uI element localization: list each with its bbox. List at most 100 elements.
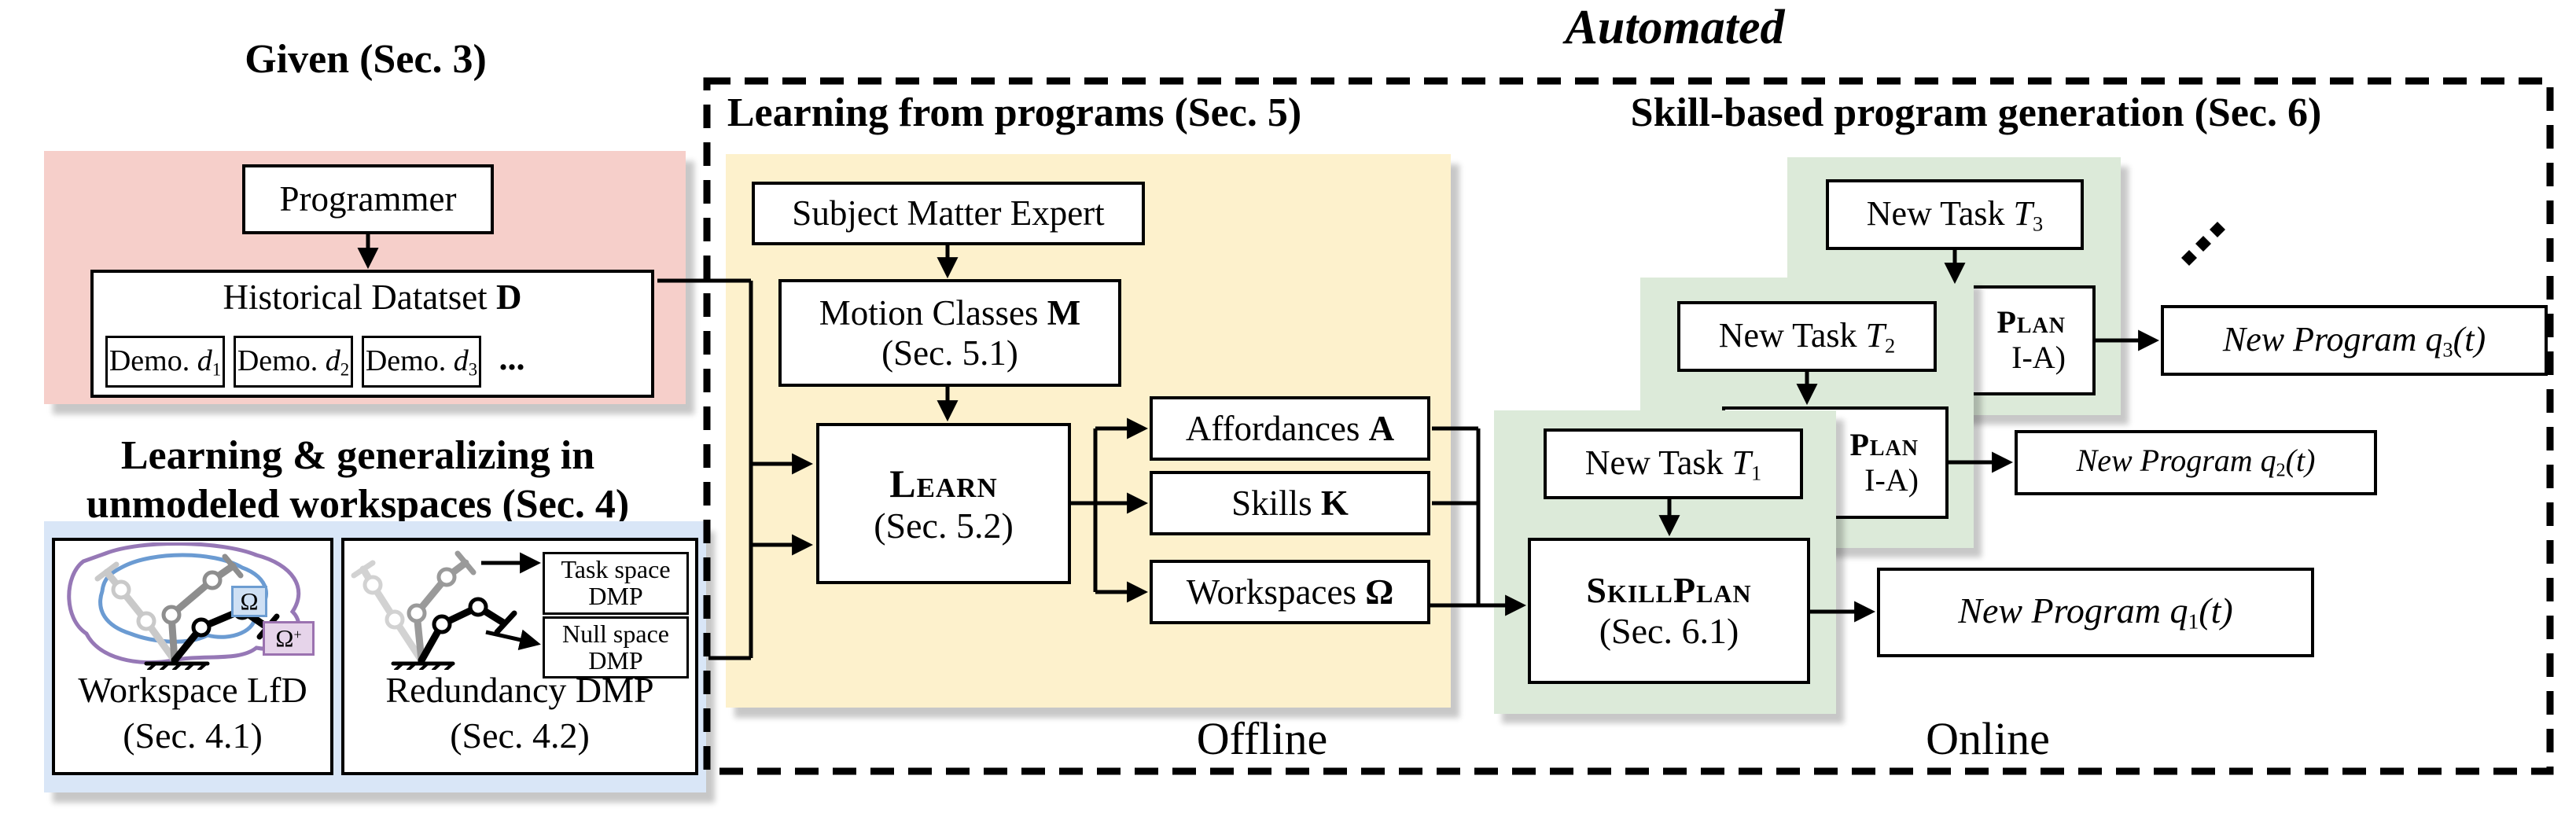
skillplan-3-name-fragment: Plan [1996, 304, 2066, 340]
new-task-3-var: T [2013, 193, 2033, 233]
skillplan-2-name-fragment: Plan [1849, 426, 1919, 462]
offline-label: Offline [1196, 713, 1328, 764]
subject-matter-expert-box: Subject Matter Expert [752, 182, 1145, 245]
skillplan-1-name: SkillPlan [1586, 570, 1752, 611]
new-task-1-box: New Task T1 [1544, 428, 1803, 499]
omega-plus-base: Ω [275, 623, 294, 652]
sec4-heading-line2: unmodeled workspaces (Sec. 4) [86, 482, 630, 527]
workspaces-label: Workspaces [1186, 572, 1366, 612]
redundancy-dmp-box: Task space DMP Null space DMP Redundancy… [341, 538, 698, 775]
new-program-2-box: New Program q2(t) [2015, 430, 2377, 495]
new-program-2-label: New Program [2076, 443, 2261, 479]
new-task-2-sub: 2 [1885, 333, 1896, 357]
new-program-2-var: q [2260, 443, 2276, 479]
workspace-lfd-box: Ω Ω+ Workspace LfD (Sec. 4.1) [52, 538, 333, 775]
redundancy-dmp-title: Redundancy DMP [385, 670, 654, 710]
learn-sec: (Sec. 5.2) [874, 505, 1014, 546]
redundancy-dmp-sec: (Sec. 4.2) [450, 715, 590, 756]
motion-classes-box: Motion Classes M (Sec. 5.1) [778, 279, 1121, 387]
new-program-1-suffix: (t) [2199, 590, 2233, 631]
skillplan-3-sec-fragment: I-A) [2011, 340, 2066, 375]
new-program-3-suffix: (t) [2453, 319, 2486, 359]
demo-1-sub: 1 [212, 359, 222, 379]
skillplan-2-sec-fragment: I-A) [1864, 461, 1919, 498]
sec5-heading: Learning from programs (Sec. 5) [727, 90, 1302, 135]
workspaces-symbol: Ω [1365, 572, 1394, 612]
new-program-1-box: New Program q1(t) [1877, 568, 2314, 657]
skills-symbol: K [1320, 483, 1349, 523]
omega-plus-label-box: Ω+ [263, 621, 315, 656]
new-task-3-box: New Task T3 [1826, 179, 2084, 250]
workspace-lfd-sec: (Sec. 4.1) [123, 715, 263, 756]
skillplan-1-box: SkillPlan (Sec. 6.1) [1528, 538, 1810, 684]
new-program-2-sub: 2 [2276, 460, 2286, 481]
motion-classes-sec: (Sec. 5.1) [881, 333, 1018, 373]
new-program-2-suffix: (t) [2285, 443, 2316, 479]
demo-1-box: Demo. d1 [105, 336, 225, 388]
historical-dataset-box: Historical Datatset D Demo. d1 Demo. d2 … [90, 270, 654, 398]
demo-2-label: Demo. [237, 344, 326, 377]
redundancy-dmp-illustration [351, 550, 517, 670]
given-heading: Given (Sec. 3) [245, 37, 487, 82]
new-task-2-label: New Task [1718, 315, 1866, 355]
task-space-line1: Task space [561, 555, 671, 584]
programmer-box: Programmer [242, 164, 494, 234]
null-space-line1: Null space [562, 619, 669, 648]
new-program-3-var: q [2425, 319, 2443, 359]
robot-arm-front [391, 597, 517, 670]
demo-2-box: Demo. d2 [234, 336, 353, 388]
demo-2-var: d [325, 344, 340, 377]
new-program-1-label: New Program [1958, 590, 2170, 631]
skillplan-1-sec: (Sec. 6.1) [1599, 611, 1739, 651]
diagonal-ellipsis [2181, 222, 2225, 266]
workspace-lfd-illustration [67, 542, 301, 670]
omega-plus-sup: + [293, 626, 302, 642]
demo-1-var: d [197, 344, 212, 377]
new-program-1-sub: 1 [2188, 609, 2199, 634]
new-program-3-sub: 3 [2442, 336, 2453, 361]
new-task-3-label: New Task [1866, 193, 2014, 233]
robot-arm-ghost [351, 560, 425, 664]
task1-card: New Task T1 SkillPlan (Sec. 6.1) [1494, 410, 1836, 714]
new-task-1-var: T [1731, 443, 1752, 482]
affordances-box: Affordances A [1150, 396, 1430, 461]
learn-box: Learn (Sec. 5.2) [816, 423, 1071, 584]
learn-label: Learn [889, 461, 998, 506]
new-program-3-box: New Program q3(t) [2161, 305, 2548, 376]
automated-title: Automated [1565, 1, 1785, 54]
task-space-dmp-box: Task space DMP [543, 552, 689, 615]
motion-classes-label: Motion Classes [819, 293, 1047, 333]
workspaces-box: Workspaces Ω [1150, 560, 1430, 624]
omega-label-box: Ω [231, 586, 267, 617]
demo-1-label: Demo. [109, 344, 197, 377]
workspace-lfd-title: Workspace LfD [78, 670, 307, 710]
robot-arm-mid [161, 553, 244, 664]
demo-3-sub: 3 [468, 359, 478, 379]
robot-arm-ghost [94, 561, 178, 664]
historical-dataset-title: Historical Datatset D [94, 278, 651, 317]
new-task-2-box: New Task T2 [1677, 301, 1937, 372]
dataset-symbol: D [495, 278, 522, 317]
new-task-3-sub: 3 [2033, 211, 2044, 235]
demo-3-label: Demo. [365, 344, 454, 377]
robot-arm-mid [407, 550, 477, 664]
new-task-1-label: New Task [1584, 443, 1732, 482]
demo-3-box: Demo. d3 [362, 336, 481, 388]
affordances-label: Affordances [1185, 408, 1369, 448]
demo-3-var: d [453, 344, 469, 377]
null-space-dmp-box: Null space DMP [543, 616, 689, 678]
new-program-1-var: q [2169, 590, 2188, 631]
new-task-1-sub: 1 [1751, 460, 1762, 484]
demo-2-sub: 2 [340, 359, 350, 379]
online-label: Online [1926, 713, 2050, 764]
skills-box: Skills K [1150, 471, 1430, 535]
null-space-line2: DMP [588, 645, 643, 675]
skills-label: Skills [1231, 483, 1321, 523]
motion-classes-symbol: M [1047, 293, 1081, 333]
sec6-heading: Skill-based program generation (Sec. 6) [1630, 90, 2322, 135]
sec4-heading-line1: Learning & generalizing in [120, 433, 595, 478]
affordances-symbol: A [1368, 408, 1395, 448]
task-space-line2: DMP [588, 582, 643, 610]
new-program-3-label: New Program [2222, 319, 2426, 359]
